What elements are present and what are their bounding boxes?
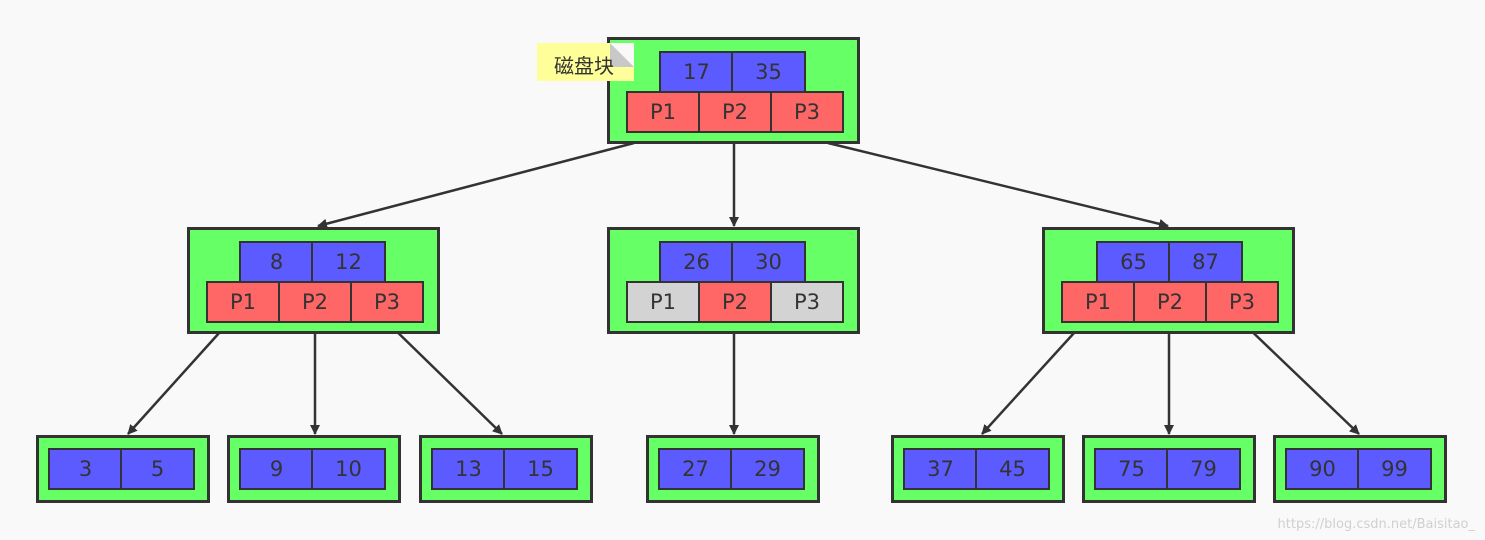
root-pointer-p1: P1 [626,91,700,133]
leaf-disk-block-3: 13 15 [419,435,593,503]
leaf-disk-block-4: 27 29 [646,435,820,503]
left-key-2: 12 [311,241,386,283]
left-disk-block: 8 12 P1 P2 P3 [187,227,440,334]
middle-pointer-p1: P1 [626,281,700,323]
middle-pointer-p3: P3 [770,281,844,323]
leaf-disk-block-6: 75 79 [1082,435,1256,503]
right-key-2: 87 [1168,241,1243,283]
leaf-disk-block-2: 9 10 [227,435,401,503]
middle-key-2: 30 [731,241,806,283]
leaf-disk-block-1: 3 5 [36,435,210,503]
leaf-5-key-2: 45 [975,448,1050,490]
leaf-1-key-1: 3 [48,448,123,490]
leaf-6-key-1: 75 [1094,448,1169,490]
leaf-2-key-1: 9 [239,448,314,490]
watermark-text: https://blog.csdn.net/Baisitao_ [1277,517,1475,532]
leaf-disk-block-7: 90 99 [1273,435,1447,503]
root-key-2: 35 [731,51,806,93]
root-pointer-p3: P3 [770,91,844,133]
edge-right-p3-to-leaf-7 [1241,321,1360,435]
leaf-3-key-2: 15 [503,448,578,490]
edge-left-p3-to-leaf-3 [386,321,503,435]
right-disk-block: 65 87 P1 P2 P3 [1042,227,1295,334]
note-fold-cut [610,43,634,67]
middle-pointer-p2: P2 [698,281,772,323]
leaf-disk-block-5: 37 45 [891,435,1065,503]
leaf-4-key-2: 29 [730,448,805,490]
left-pointer-p1: P1 [206,281,280,323]
middle-disk-block: 26 30 P1 P2 P3 [607,227,860,334]
leaf-1-key-2: 5 [120,448,195,490]
right-key-1: 65 [1096,241,1171,283]
middle-key-1: 26 [659,241,734,283]
right-pointer-p2: P2 [1133,281,1207,323]
leaf-3-key-1: 13 [431,448,506,490]
root-key-1: 17 [659,51,734,93]
note-label: 磁盘块 [554,54,614,78]
leaf-7-key-2: 99 [1357,448,1432,490]
edge-root-p1-to-left [317,141,635,229]
disk-block-note: 磁盘块 [537,43,634,81]
root-disk-block: 17 35 P1 P2 P3 [607,37,860,144]
leaf-7-key-1: 90 [1285,448,1360,490]
leaf-2-key-2: 10 [311,448,386,490]
left-key-1: 8 [239,241,314,283]
edge-root-p3-to-right [827,141,1169,229]
left-pointer-p2: P2 [278,281,352,323]
right-pointer-p3: P3 [1205,281,1279,323]
leaf-6-key-2: 79 [1166,448,1241,490]
leaf-4-key-1: 27 [658,448,733,490]
root-pointer-p2: P2 [698,91,772,133]
leaf-5-key-1: 37 [903,448,978,490]
right-pointer-p1: P1 [1061,281,1135,323]
left-pointer-p3: P3 [350,281,424,323]
edge-left-p1-to-leaf-1 [127,321,230,435]
edge-right-p1-to-leaf-5 [981,321,1085,435]
